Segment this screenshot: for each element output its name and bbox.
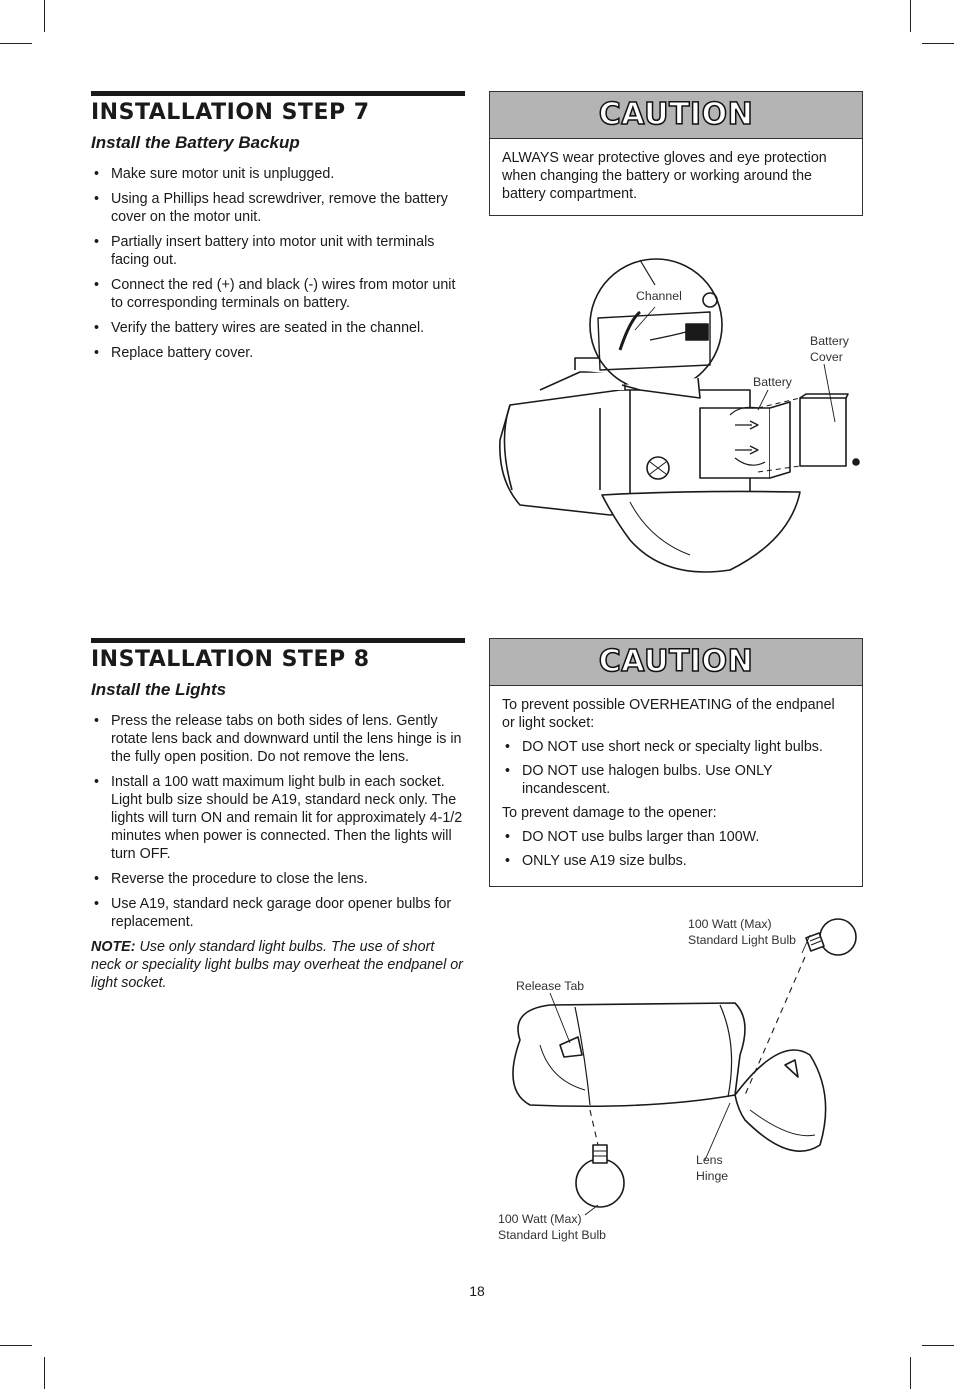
lens-hinge-label: Hinge xyxy=(696,1169,728,1183)
list-item: Install a 100 watt maximum light bulb in… xyxy=(91,773,465,863)
list-item: DO NOT use bulbs larger than 100W. xyxy=(502,828,850,846)
caution-body: ALWAYS wear protective gloves and eye pr… xyxy=(490,139,862,219)
step7-subtitle: Install the Battery Backup xyxy=(91,133,300,152)
battery-install-figure: Channel Battery Cover Battery xyxy=(499,258,860,573)
crop-mark xyxy=(0,1345,32,1346)
caution-intro: To prevent damage to the opener: xyxy=(502,805,717,821)
caution-body: To prevent possible OVERHEATING of the e… xyxy=(490,686,862,886)
crop-mark xyxy=(922,1345,954,1346)
lens xyxy=(601,490,801,573)
list-item: Using a Phillips head screwdriver, remov… xyxy=(91,190,465,226)
list-item: Connect the red (+) and black (-) wires … xyxy=(91,276,465,312)
step7-section: INSTALLATION STEP 7 Install the Battery … xyxy=(91,91,465,369)
step8-rule xyxy=(91,638,465,643)
caution-intro: To prevent possible OVERHEATING of the e… xyxy=(502,697,835,731)
battery-cover-label: Battery xyxy=(810,334,850,348)
step8-subtitle: Install the Lights xyxy=(91,680,227,699)
step8-title: INSTALLATION STEP 8 xyxy=(91,647,370,672)
release-tab xyxy=(559,1036,583,1058)
lights-install-figure: 100 Watt (Max) Standard Light Bulb Relea… xyxy=(498,917,857,1242)
step7-title: INSTALLATION STEP 7 xyxy=(91,100,370,125)
crop-mark xyxy=(922,43,954,44)
bulb-bottom-label: Standard Light Bulb xyxy=(498,1228,606,1242)
step8-section: INSTALLATION STEP 8 Install the Lights P… xyxy=(91,638,465,992)
crop-mark xyxy=(910,0,911,32)
crop-mark xyxy=(44,0,45,32)
list-item: Use A19, standard neck garage door opene… xyxy=(91,895,465,931)
crop-mark xyxy=(910,1357,911,1389)
step7-bullet-list: Make sure motor unit is unplugged. Using… xyxy=(91,165,465,362)
list-item: Press the release tabs on both sides of … xyxy=(91,712,465,766)
open-lens xyxy=(734,1049,827,1152)
caution-box-battery: CAUTION ALWAYS wear protective gloves an… xyxy=(489,91,863,216)
caution-box-lights: CAUTION To prevent possible OVERHEATING … xyxy=(489,638,863,887)
list-item: Partially insert battery into motor unit… xyxy=(91,233,465,269)
list-item: Reverse the procedure to close the lens. xyxy=(91,870,465,888)
caution-heading: CAUTION xyxy=(490,639,862,686)
release-tab-label: Release Tab xyxy=(516,979,584,993)
step8-bullet-list: Press the release tabs on both sides of … xyxy=(91,712,465,931)
note-paragraph: NOTE: Use only standard light bulbs. The… xyxy=(91,938,465,992)
light-bulb-bottom xyxy=(575,1158,625,1208)
bulb-top-label: Standard Light Bulb xyxy=(688,933,796,947)
list-item: ONLY use A19 size bulbs. xyxy=(502,852,850,870)
battery-cover-label: Cover xyxy=(810,350,843,364)
battery-cover xyxy=(799,397,847,467)
channel-label: Channel xyxy=(636,289,682,303)
caution-text: ALWAYS wear protective gloves and eye pr… xyxy=(502,150,827,202)
bulb-top-label: 100 Watt (Max) xyxy=(688,917,772,931)
list-item: Make sure motor unit is unplugged. xyxy=(91,165,465,183)
caution-bullet-list: DO NOT use short neck or specialty light… xyxy=(502,738,850,798)
list-item: Verify the battery wires are seated in t… xyxy=(91,319,465,337)
battery-label: Battery xyxy=(753,375,793,389)
page-number: 18 xyxy=(469,1283,485,1299)
endpanel-housing xyxy=(512,1002,746,1108)
caution-heading: CAUTION xyxy=(490,92,862,139)
crop-mark xyxy=(0,43,32,44)
note-text: Use only standard light bulbs. The use o… xyxy=(91,939,463,991)
battery-compartment xyxy=(699,407,771,479)
crop-mark xyxy=(44,1357,45,1389)
list-item: DO NOT use halogen bulbs. Use ONLY incan… xyxy=(502,762,850,798)
step7-rule xyxy=(91,91,465,96)
lens-hinge-label: Lens xyxy=(696,1153,723,1167)
caution-bullet-list: DO NOT use bulbs larger than 100W. ONLY … xyxy=(502,828,850,870)
note-label: NOTE: xyxy=(91,939,136,955)
motor-unit-body xyxy=(499,389,751,516)
light-bulb-top xyxy=(819,918,857,956)
bulb-bottom-label: 100 Watt (Max) xyxy=(498,1212,582,1226)
list-item: DO NOT use short neck or specialty light… xyxy=(502,738,850,756)
list-item: Replace battery cover. xyxy=(91,344,465,362)
